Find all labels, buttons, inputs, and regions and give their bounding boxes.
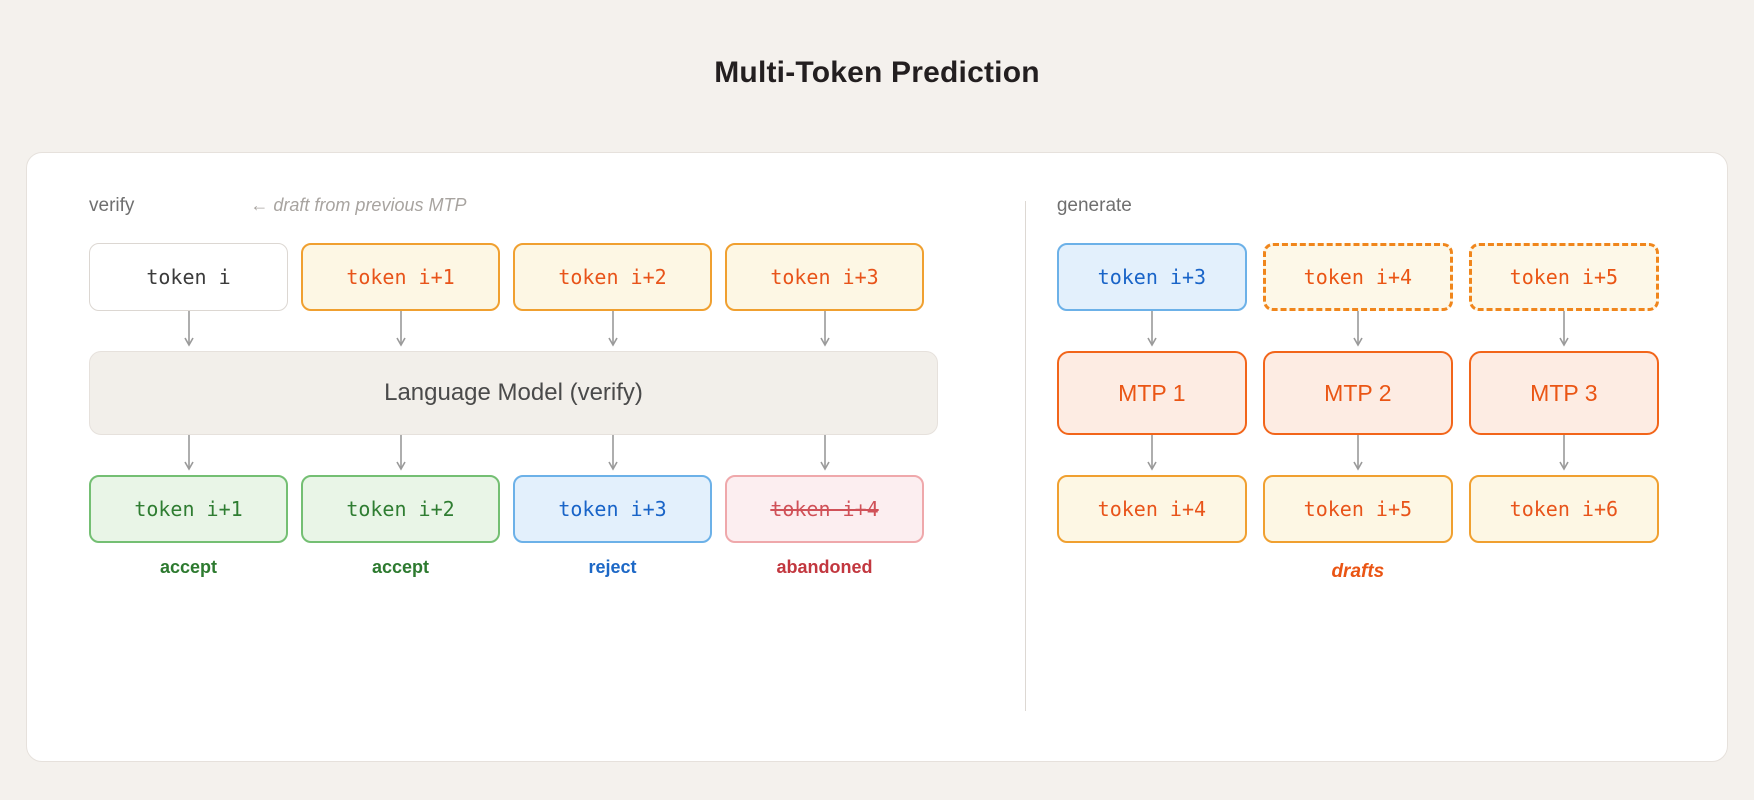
generate-output-cell-0: token i+4: [1056, 475, 1247, 543]
generate-header: generate: [1057, 195, 1727, 221]
arrow-slot: [301, 311, 500, 351]
generate-output-row: token i+4 token i+5 token i+6: [1056, 475, 1727, 543]
token-box[interactable]: token i+3: [1056, 243, 1247, 311]
generate-input-cell-1: token i+4: [1262, 243, 1453, 311]
arrow-down-icon: [1353, 311, 1363, 347]
status-badge: reject: [588, 557, 637, 577]
arrow-down-icon: [819, 435, 830, 471]
verify-input-row: token i token i+1 token i+2 token i+3: [89, 243, 1001, 311]
arrow-slot: [1469, 435, 1659, 475]
token-box[interactable]: token i+6: [1468, 475, 1659, 543]
mtp-head-box[interactable]: MTP 1: [1056, 351, 1247, 435]
generate-section-label: generate: [1056, 195, 1132, 216]
drafts-slot: [1469, 561, 1659, 583]
mtp-head-cell-1: MTP 2: [1262, 351, 1453, 435]
arrow-slot: [89, 311, 288, 351]
arrow-down-icon: [395, 311, 406, 347]
arrow-down-icon: [1559, 311, 1569, 347]
mtp-head-box[interactable]: MTP 2: [1262, 351, 1453, 435]
verify-output-row: token i+1 token i+2 token i+3 token i+4: [89, 475, 1001, 543]
token-box[interactable]: token i+2: [513, 243, 712, 311]
verify-input-cell-0: token i: [89, 243, 288, 311]
arrow-slot: [1057, 435, 1247, 475]
generate-arrows-to-drafts: [1057, 435, 1727, 475]
status-badge: abandoned: [776, 557, 873, 577]
arrow-slot: [725, 311, 924, 351]
status-badge: accept: [371, 557, 430, 577]
token-box[interactable]: token i: [89, 243, 288, 311]
token-box[interactable]: token i+5: [1468, 243, 1659, 311]
verify-arrows-to-output: [89, 435, 1001, 475]
arrow-slot: [513, 311, 712, 351]
verify-input-cell-1: token i+1: [301, 243, 500, 311]
arrow-down-icon: [1353, 435, 1363, 471]
mtp-heads-row: MTP 1 MTP 2 MTP 3: [1056, 351, 1727, 435]
token-box[interactable]: token i+4: [725, 475, 924, 543]
arrow-slot: [89, 435, 288, 475]
drafts-slot: drafts: [1263, 561, 1453, 583]
generate-input-cell-0: token i+3: [1056, 243, 1247, 311]
arrow-slot: [1263, 435, 1453, 475]
arrow-down-icon: [607, 311, 618, 347]
token-box[interactable]: token i+2: [301, 475, 500, 543]
mtp-head-box[interactable]: MTP 3: [1468, 351, 1659, 435]
drafts-label: drafts: [1331, 561, 1385, 582]
token-box[interactable]: token i+3: [725, 243, 924, 311]
generate-arrows-to-heads: [1057, 311, 1727, 351]
arrow-slot: [301, 435, 500, 475]
arrow-down-icon: [819, 311, 830, 347]
arrow-down-icon: [607, 435, 618, 471]
verify-column: verify ← draft from previous MTP token i…: [27, 195, 1001, 761]
drafts-caption-row: drafts: [1057, 561, 1727, 583]
arrow-down-icon: [1147, 435, 1157, 471]
token-box[interactable]: token i+4: [1056, 475, 1247, 543]
mtp-head-cell-2: MTP 3: [1468, 351, 1659, 435]
arrow-down-icon: [183, 311, 194, 347]
token-box[interactable]: token i+5: [1262, 475, 1453, 543]
generate-column: generate token i+3 token i+4 token i+5: [1001, 195, 1727, 761]
verify-section-label: verify: [89, 195, 135, 216]
generate-output-cell-2: token i+6: [1468, 475, 1659, 543]
mtp-head-cell-0: MTP 1: [1056, 351, 1247, 435]
token-box[interactable]: token i+1: [301, 243, 500, 311]
verify-output-cell-0: token i+1: [89, 475, 288, 543]
arrow-slot: [1263, 311, 1453, 351]
token-text-struck: token i+4: [770, 497, 879, 521]
arrow-down-icon: [183, 435, 194, 471]
verify-header: verify ← draft from previous MTP: [89, 195, 1001, 221]
verify-input-cell-2: token i+2: [513, 243, 712, 311]
arrow-slot: [725, 435, 924, 475]
diagram-card: verify ← draft from previous MTP token i…: [26, 152, 1728, 762]
verify-arrows-to-model: [89, 311, 1001, 351]
arrow-down-icon: [1559, 435, 1569, 471]
generate-input-cell-2: token i+5: [1468, 243, 1659, 311]
status-badge: accept: [159, 557, 218, 577]
token-box[interactable]: token i+4: [1262, 243, 1453, 311]
drafts-slot: [1057, 561, 1247, 583]
arrow-slot: [1057, 311, 1247, 351]
arrow-slot: [1469, 311, 1659, 351]
verify-output-cell-1: token i+2: [301, 475, 500, 543]
verify-input-cell-3: token i+3: [725, 243, 924, 311]
arrow-down-icon: [395, 435, 406, 471]
language-model-bar: Language Model (verify): [89, 351, 938, 435]
generate-input-row: token i+3 token i+4 token i+5: [1056, 243, 1727, 311]
arrow-down-icon: [1147, 311, 1157, 347]
arrow-slot: [513, 435, 712, 475]
verify-section-note: ← draft from previous MTP: [250, 195, 467, 215]
verify-output-cell-3: token i+4: [725, 475, 924, 543]
verify-output-cell-2: token i+3: [513, 475, 712, 543]
generate-output-cell-1: token i+5: [1262, 475, 1453, 543]
token-box[interactable]: token i+1: [89, 475, 288, 543]
column-divider: [1025, 201, 1026, 711]
token-box[interactable]: token i+3: [513, 475, 712, 543]
verify-status-row: accept accept reject abandoned: [89, 557, 1001, 578]
page-title: Multi-Token Prediction: [714, 56, 1040, 89]
